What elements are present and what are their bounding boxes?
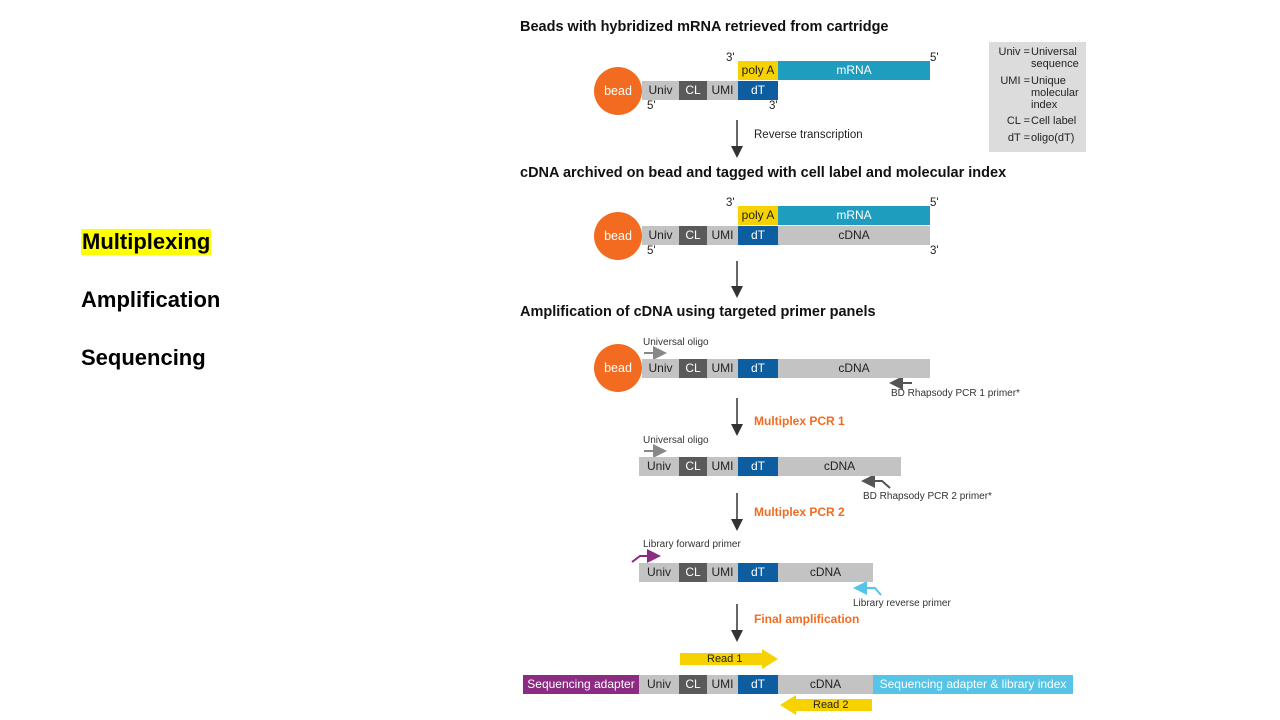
cdna-segment: cDNA xyxy=(778,457,901,476)
pcr1-primer-label: BD Rhapsody PCR 1 primer* xyxy=(891,388,1020,399)
dt-segment: dT xyxy=(738,675,778,694)
legend-key: UMI = xyxy=(1000,75,1030,87)
umi-segment: UMI xyxy=(707,226,738,245)
umi-segment: UMI xyxy=(707,359,738,378)
five-prime-label: 5' xyxy=(930,52,939,64)
bead: bead xyxy=(594,344,642,392)
three-prime-label: 3' xyxy=(726,52,735,64)
read2-label: Read 2 xyxy=(813,699,849,711)
umi-segment: UMI xyxy=(707,675,738,694)
three-prime-label: 3' xyxy=(769,100,778,112)
univ-segment: Univ xyxy=(642,359,679,378)
legend-value: oligo(dT) xyxy=(1031,132,1075,144)
section1-heading: Beads with hybridized mRNA retrieved fro… xyxy=(520,19,889,35)
polya-segment: poly A xyxy=(738,61,778,80)
lib-rev-primer-arrow xyxy=(853,581,882,596)
three-prime-label: 3' xyxy=(930,245,939,257)
mrna-segment: mRNA xyxy=(778,61,930,80)
univ-segment: Univ xyxy=(642,81,679,100)
universal-oligo-label: Universal oligo xyxy=(643,337,709,348)
three-prime-label: 3' xyxy=(726,197,735,209)
legend-key: dT = xyxy=(1007,132,1030,144)
lib-rev-primer-label: Library reverse primer xyxy=(853,598,951,609)
polya-segment: poly A xyxy=(738,206,778,225)
cl-segment: CL xyxy=(679,675,707,694)
cl-segment: CL xyxy=(679,226,707,245)
bead: bead xyxy=(594,67,642,115)
multiplex-pcr2-label: Multiplex PCR 2 xyxy=(754,505,845,519)
lib-fwd-primer-label: Library forward primer xyxy=(643,539,741,550)
menu-item-amplification: Amplification xyxy=(81,287,221,312)
read1-arrow xyxy=(680,649,778,669)
dt-segment: dT xyxy=(738,457,778,476)
sequencing-adapter-segment: Sequencing adapter xyxy=(523,675,639,694)
universal-oligo-label: Universal oligo xyxy=(643,435,709,446)
cl-segment: CL xyxy=(679,563,707,582)
umi-segment: UMI xyxy=(707,563,738,582)
dt-segment: dT xyxy=(738,563,778,582)
cdna-segment: cDNA xyxy=(778,563,873,582)
pcr2-primer-arrow xyxy=(861,474,891,489)
read1-label: Read 1 xyxy=(707,653,743,665)
five-prime-label: 5' xyxy=(647,100,656,112)
reverse-transcription-label: Reverse transcription xyxy=(754,129,863,141)
cl-segment: CL xyxy=(679,81,707,100)
dt-segment: dT xyxy=(738,226,778,245)
dt-segment: dT xyxy=(738,81,778,100)
lib-fwd-primer-arrow xyxy=(631,549,661,563)
legend-value: Cell label xyxy=(1031,115,1077,127)
legend-value: Universal sequence xyxy=(1031,46,1079,70)
univ-segment: Univ xyxy=(642,226,679,245)
umi-segment: UMI xyxy=(707,457,738,476)
cl-segment: CL xyxy=(679,359,707,378)
cl-segment: CL xyxy=(679,457,707,476)
bead: bead xyxy=(594,212,642,260)
mrna-segment: mRNA xyxy=(778,206,930,225)
cdna-segment: cDNA xyxy=(778,226,930,245)
dt-segment: dT xyxy=(738,359,778,378)
cdna-segment: cDNA xyxy=(778,359,930,378)
menu-item-sequencing: Sequencing xyxy=(81,345,206,370)
section3-heading: Amplification of cDNA using targeted pri… xyxy=(520,304,876,320)
legend-box: Univ = Universal sequence UMI = Unique m… xyxy=(989,42,1086,152)
multiplex-pcr1-label: Multiplex PCR 1 xyxy=(754,414,845,428)
section2-heading: cDNA archived on bead and tagged with ce… xyxy=(520,165,1007,181)
univ-segment: Univ xyxy=(639,563,679,582)
menu-item-multiplexing: Multiplexing xyxy=(81,229,212,255)
univ-segment: Univ xyxy=(639,675,679,694)
five-prime-label: 5' xyxy=(930,197,939,209)
legend-value: Unique molecular index xyxy=(1031,75,1079,111)
pcr2-primer-label: BD Rhapsody PCR 2 primer* xyxy=(863,491,992,502)
cdna-segment: cDNA xyxy=(778,675,873,694)
sequencing-adapter-library-index-segment: Sequencing adapter & library index xyxy=(873,675,1073,694)
legend-key: Univ = xyxy=(998,46,1031,58)
final-amplification-label: Final amplification xyxy=(754,612,860,626)
read2-arrow xyxy=(780,695,872,715)
legend-key: CL = xyxy=(1006,115,1030,127)
umi-segment: UMI xyxy=(707,81,738,100)
univ-segment: Univ xyxy=(639,457,679,476)
five-prime-label: 5' xyxy=(647,245,656,257)
